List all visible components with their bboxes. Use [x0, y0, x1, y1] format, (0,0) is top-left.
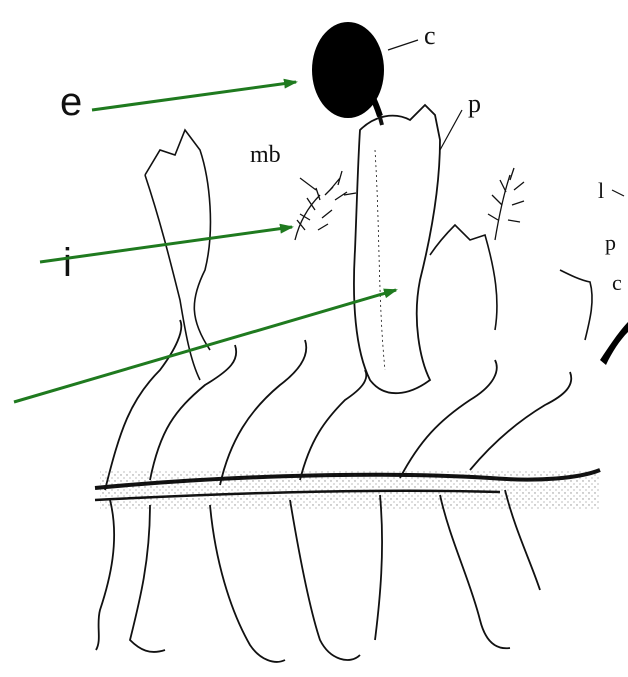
label-c-right: c [612, 270, 622, 295]
capsule-neck [372, 96, 380, 116]
label-l: l [598, 178, 604, 203]
label-c: c [424, 21, 436, 50]
label-p: p [468, 89, 481, 118]
male-branch-right [488, 168, 524, 240]
arrow-to-male-branch [40, 227, 292, 262]
right-edge-fragment [600, 322, 628, 365]
perichaetial-leaf [354, 105, 440, 393]
label-po: p [605, 230, 616, 255]
label-mb: mb [250, 142, 281, 168]
stem-stipple [100, 470, 600, 510]
side-text-line2: i [63, 241, 72, 285]
side-text-line1: e [60, 80, 82, 124]
arrow-to-capsule [92, 82, 296, 110]
